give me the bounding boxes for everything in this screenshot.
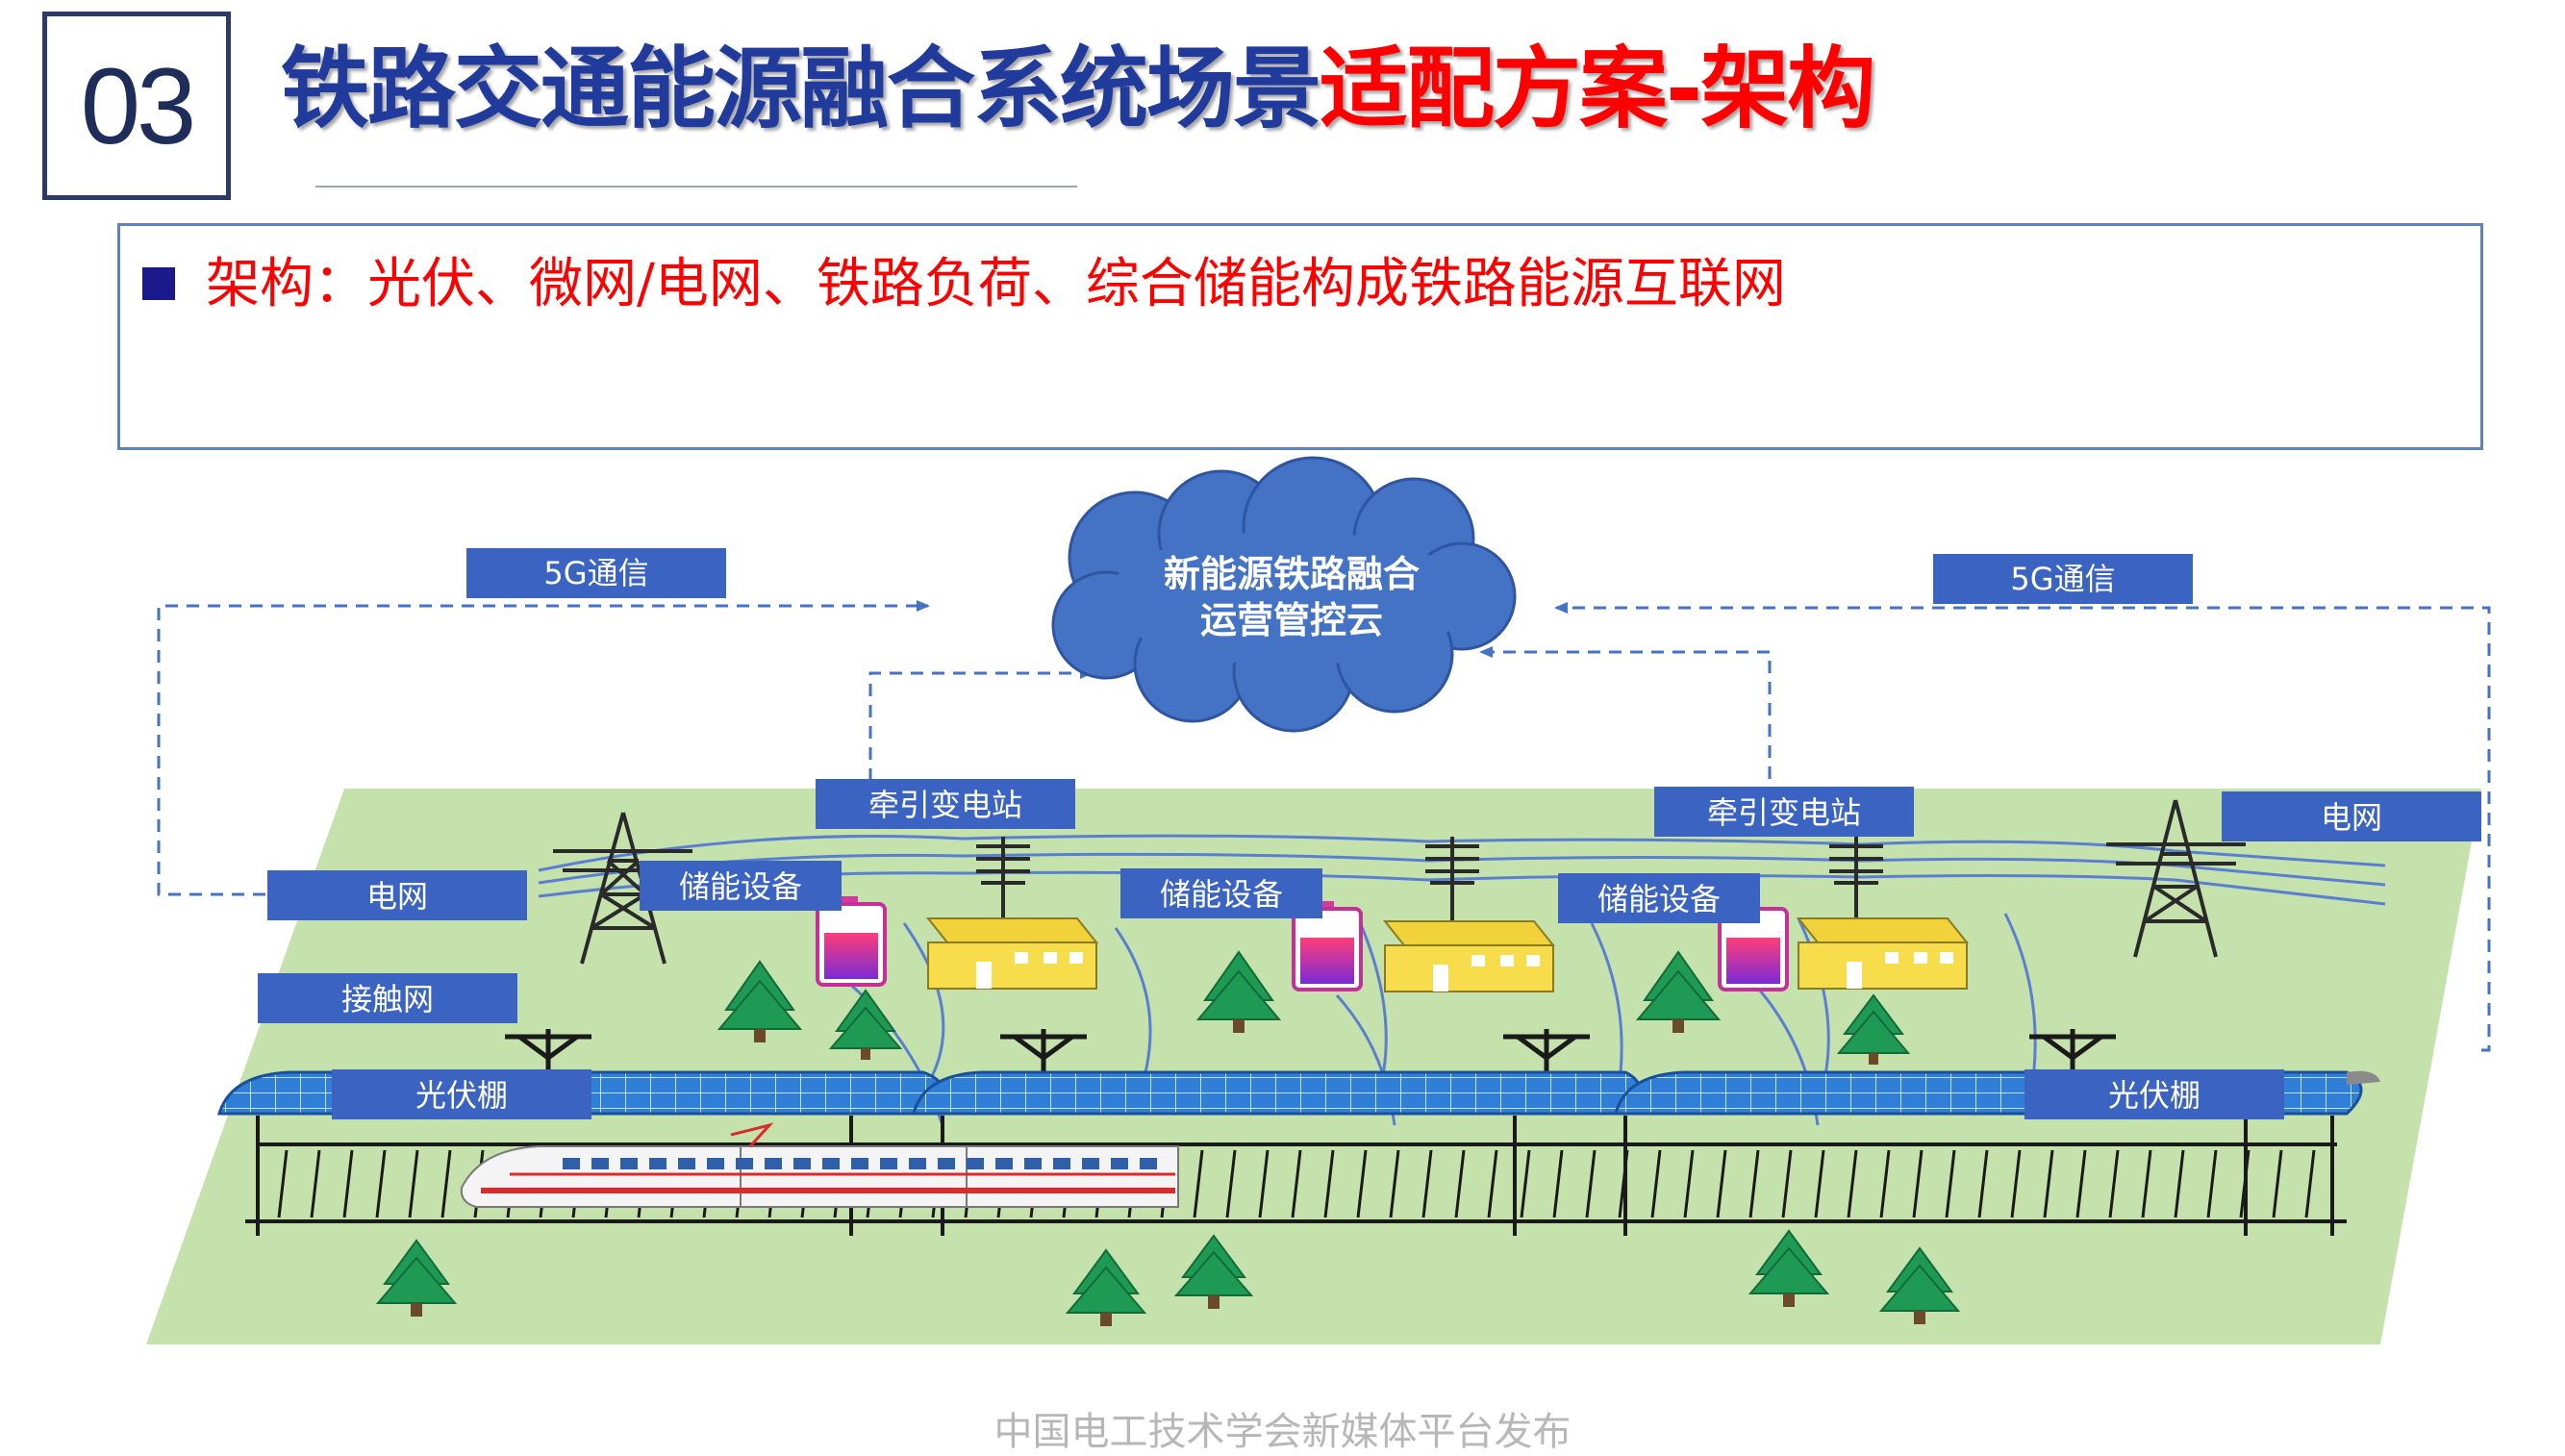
comm-label-left: 5G通信 <box>543 555 648 591</box>
comm-label-left-box <box>466 548 726 598</box>
page-title: 铁路交通能源融合系统场景适配方案-架构 <box>281 37 1875 142</box>
tree-icon <box>1836 993 1911 1065</box>
grid-label-left: 电网 <box>366 878 428 915</box>
cloud-label-line1: 新能源铁路融合 <box>1164 553 1420 595</box>
summary-box <box>117 223 2483 450</box>
tree-icon <box>1173 1234 1254 1309</box>
storage-label-2-box <box>1120 868 1322 918</box>
tree-icon <box>828 989 903 1060</box>
comm-link-left <box>157 600 930 896</box>
comm-label-right-box <box>1933 554 2193 604</box>
summary-text: 架构：光伏、微网/电网、铁路负荷、综合储能构成铁路能源互联网 <box>206 253 1786 315</box>
storage-label-3-box <box>1558 873 1760 923</box>
substation-label-left-box <box>816 779 1075 829</box>
tree-icon <box>1748 1229 1830 1307</box>
tree-icon <box>1065 1248 1147 1326</box>
comm-links <box>157 600 2491 1052</box>
substation-label-right: 牵引变电站 <box>1707 794 1861 831</box>
storage-label-2: 储能设备 <box>1160 876 1283 913</box>
comm-link-substation-left <box>868 667 1094 781</box>
pv-shed-label-left-box <box>332 1069 591 1119</box>
substation-building-left-icon <box>925 917 1099 990</box>
comm-link-right <box>1554 602 2491 1052</box>
storage-label-1: 储能设备 <box>679 868 802 905</box>
storage-label-3: 储能设备 <box>1597 881 1721 917</box>
title-part-blue: 铁路交通能源融合系统场景 <box>281 38 1321 140</box>
train-icon <box>460 1122 1179 1208</box>
cloud-icon <box>1051 456 1517 733</box>
distribution-poles <box>976 837 1883 923</box>
substation-label-right-box <box>1654 787 1914 837</box>
footer-credit: 中国电工技术学会新媒体平台发布 <box>993 1410 1572 1454</box>
storage-label-1-box <box>640 861 842 911</box>
tree-icon <box>375 1239 458 1317</box>
transmission-tower-right-icon <box>2106 799 2246 958</box>
tree-icons <box>375 950 1961 1326</box>
title-divider <box>315 186 1077 188</box>
pv-shed-label-left: 光伏棚 <box>415 1077 508 1114</box>
battery-2-icon <box>1292 901 1363 992</box>
substation-label-left: 牵引变电站 <box>868 787 1022 823</box>
cloud-label-line2: 运营管控云 <box>1200 599 1383 641</box>
comm-label-right: 5G通信 <box>2010 561 2115 597</box>
catenary-label-box <box>258 973 517 1023</box>
grid-label-right-box <box>2222 791 2481 841</box>
grid-label-right: 电网 <box>2321 799 2382 836</box>
square-bullet-icon <box>142 267 175 300</box>
substation-building-middle-icon <box>1382 920 1556 992</box>
tree-icon <box>717 960 803 1042</box>
tree-icon <box>1195 950 1282 1033</box>
section-number-badge: 03 <box>42 12 231 200</box>
pv-shed-label-right-box <box>2024 1069 2284 1119</box>
pv-shed-label-right: 光伏棚 <box>2108 1077 2200 1114</box>
tree-icon <box>1635 950 1722 1033</box>
battery-1-icon <box>816 896 887 987</box>
catenary-label: 接触网 <box>341 981 434 1017</box>
substation-building-right-icon <box>1796 917 1970 990</box>
grid-label-left-box <box>267 870 527 920</box>
title-part-red: 适配方案-架构 <box>1320 38 1875 140</box>
section-number: 03 <box>80 45 197 166</box>
comm-link-substation-right <box>1479 646 1772 779</box>
battery-3-icon <box>1718 901 1789 992</box>
tree-icon <box>1878 1246 1961 1324</box>
diagram-labels: 5G通信 5G通信 牵引变电站 牵引变电站 电网 电网 储能设备 储能设备 储能… <box>258 548 2481 1119</box>
